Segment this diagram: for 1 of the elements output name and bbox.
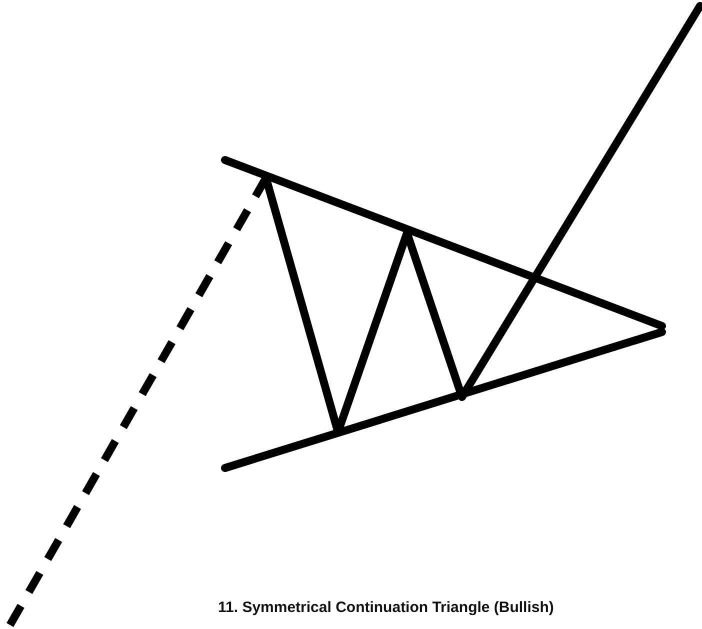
chart-title: 11. Symmetrical Continuation Triangle (Bullish) [218,599,554,616]
